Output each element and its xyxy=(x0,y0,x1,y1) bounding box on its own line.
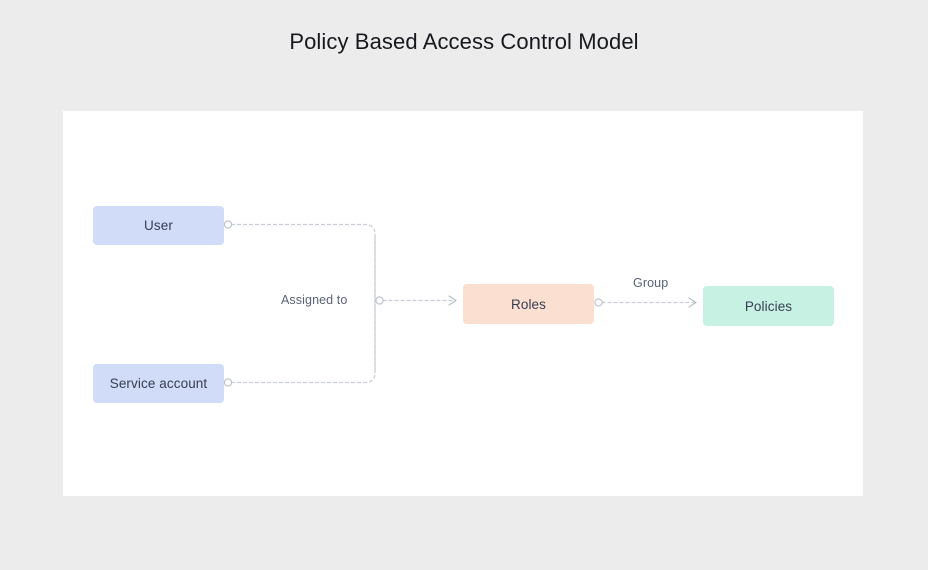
edge-label-assigned-to[interactable]: Assigned to xyxy=(278,293,351,307)
node-policies[interactable]: Policies xyxy=(703,286,834,326)
port-service-account-right[interactable] xyxy=(223,378,233,387)
node-roles[interactable]: Roles xyxy=(463,284,594,324)
arrowhead-policies xyxy=(688,297,697,308)
node-user[interactable]: User xyxy=(93,206,224,245)
edge-user-to-junction xyxy=(230,223,376,302)
node-user-label: User xyxy=(144,218,173,233)
edge-label-group[interactable]: Group xyxy=(630,276,672,290)
arrowhead-roles xyxy=(448,295,457,306)
port-user-right[interactable] xyxy=(223,220,233,229)
node-roles-label: Roles xyxy=(510,296,546,312)
node-policies-label: Policies xyxy=(744,298,793,314)
port-roles-right[interactable] xyxy=(594,298,603,307)
port-junction-right[interactable] xyxy=(375,296,384,305)
node-service-account[interactable]: Service account xyxy=(93,364,224,403)
page-title: Policy Based Access Control Model xyxy=(289,29,639,54)
diagram-canvas[interactable]: User Service account Roles Policies Assi… xyxy=(63,111,863,496)
node-service-account-label: Service account xyxy=(109,376,208,391)
edge-service-account-to-junction xyxy=(230,303,376,384)
